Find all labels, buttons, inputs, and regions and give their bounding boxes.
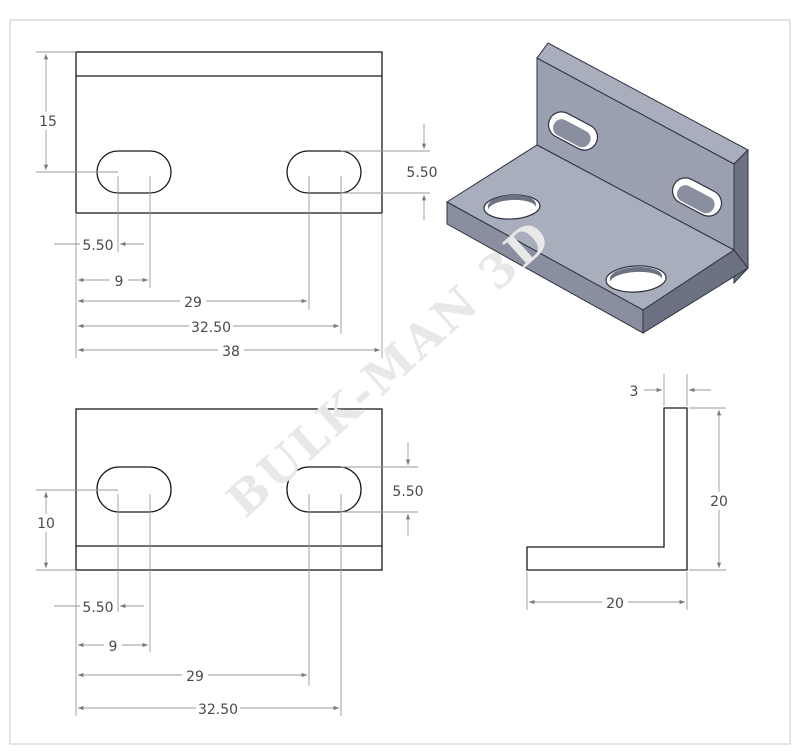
top-dim-slot-center: 9 [115,274,124,290]
top-dim-slot-width: 5.50 [82,238,113,254]
front-right-slot [286,466,362,513]
front-dim-slot-width: 5.50 [82,600,113,616]
watermark-text: BULK-MAN 3D [216,209,562,528]
top-dim-height: 15 [39,114,57,130]
sheet-border [9,19,791,745]
front-view: 10 5.50 5.50 9 29 32.50 [35,408,424,718]
isometric-view [446,42,749,334]
front-dim-right-slot-left: 29 [186,669,204,685]
front-dim-slot-center: 9 [109,639,118,655]
front-left-slot [96,466,172,513]
front-dim-right-slot-right: 32.50 [198,702,238,718]
side-dim-width: 20 [606,596,624,612]
top-dim-right-slot-right: 32.50 [191,320,231,336]
iso-base-slot-right [605,265,667,293]
side-view: 3 20 20 [526,374,732,612]
l-profile [526,407,688,571]
side-dim-height: 20 [710,494,728,510]
iso-flange-slot-left [547,111,599,151]
side-dim-thickness: 3 [630,384,639,400]
top-view: 15 5.50 5.50 9 29 32.50 38 [36,51,438,360]
top-dim-right-slot-left: 29 [184,295,202,311]
top-dim-slot-height: 5.50 [406,165,437,181]
iso-flange-slot-right [671,177,723,217]
iso-base-slot-left [483,194,541,220]
top-dim-overall-width: 38 [222,344,240,360]
front-dim-slot-height: 5.50 [392,484,423,500]
front-dim-slot-offset: 10 [37,516,55,532]
top-right-slot [286,150,362,194]
iso-base-side [642,249,749,334]
